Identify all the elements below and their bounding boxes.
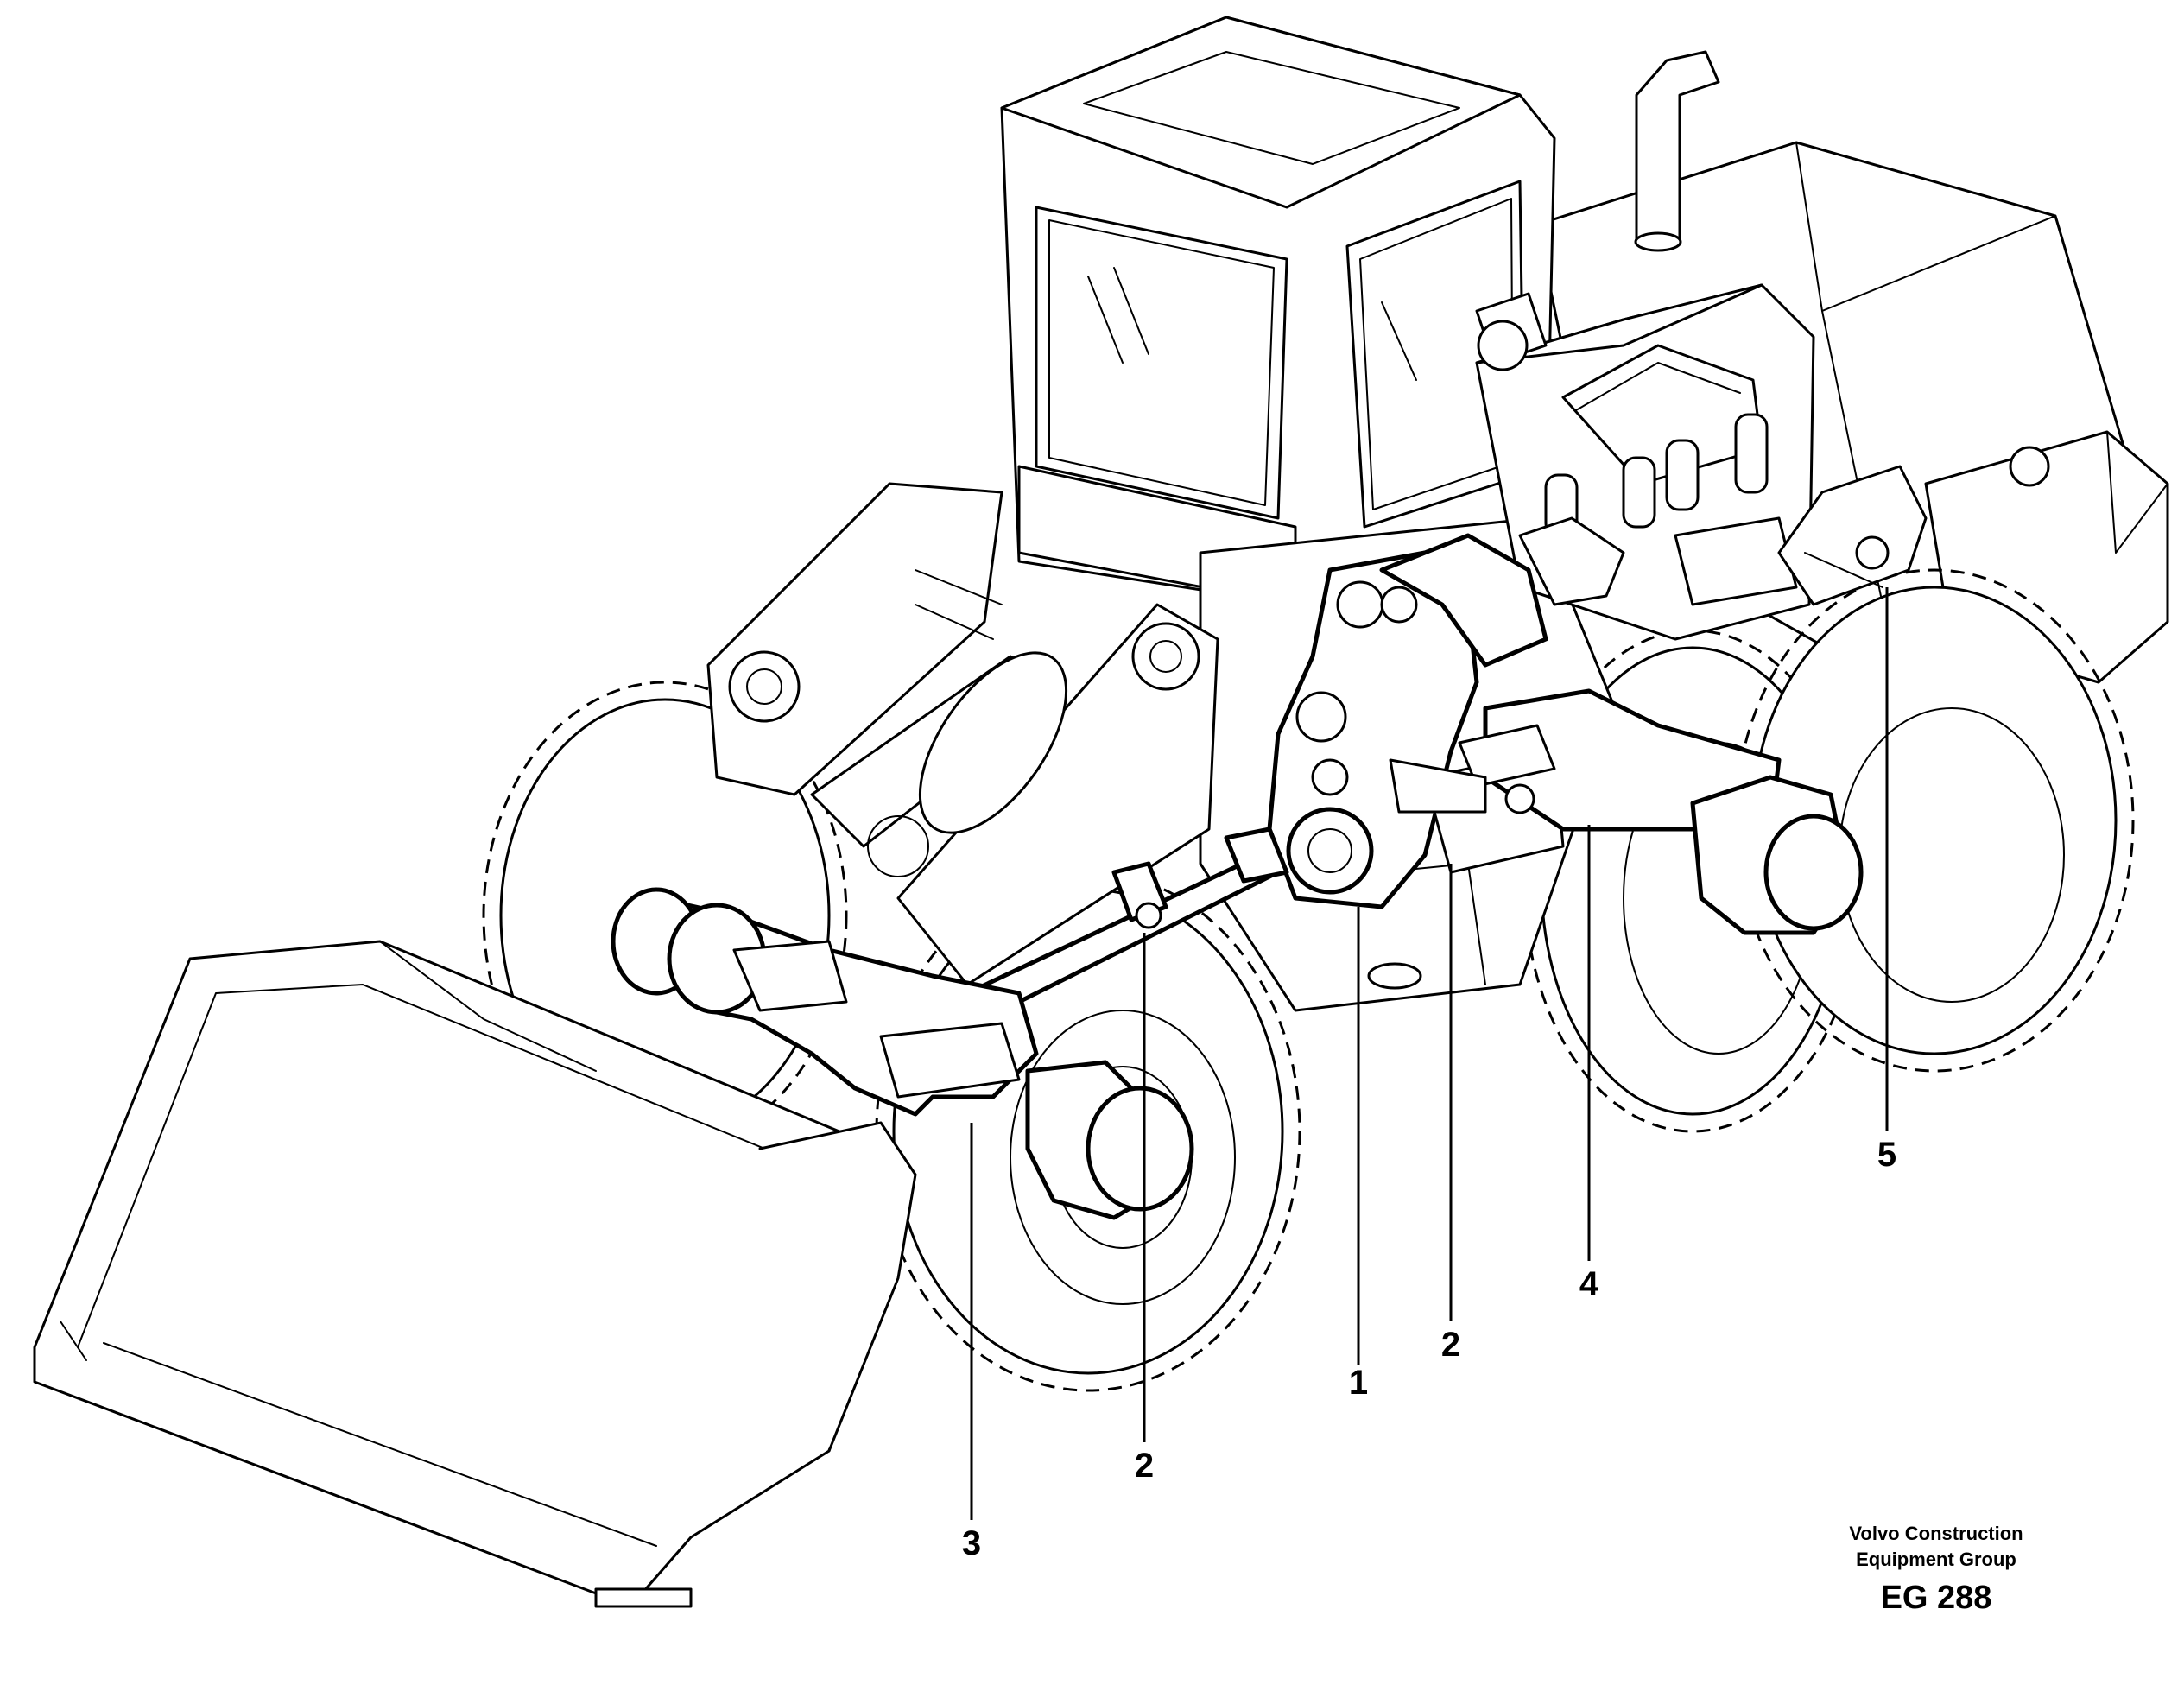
front-axle-part-3 [611,887,1194,1220]
operator-cab [1000,16,1556,606]
leader-lines [970,587,1889,1520]
bucket [33,940,917,1608]
callout-5: 5 [1877,1136,1896,1174]
callout-1: 1 [1349,1364,1368,1402]
lift-arms [706,482,1219,986]
callout-4: 4 [1579,1265,1599,1303]
callout-3: 3 [962,1524,981,1562]
callout-2b: 2 [1135,1447,1154,1485]
rear-component-part-5 [1777,465,1928,606]
engine [1475,283,1815,641]
callout-2a: 2 [1441,1326,1460,1364]
credit-line-1: Volvo Construction [1849,1523,2023,1544]
credit-line-2: Equipment Group [1856,1548,2016,1570]
transmission-part-1 [1267,516,1625,909]
figure-code: EG 288 [1881,1580,1992,1616]
exhaust-stack [1634,50,1720,252]
rear-axle-part-4 [1389,688,1864,935]
front-propeller-shaft-part-2 [965,826,1289,1022]
